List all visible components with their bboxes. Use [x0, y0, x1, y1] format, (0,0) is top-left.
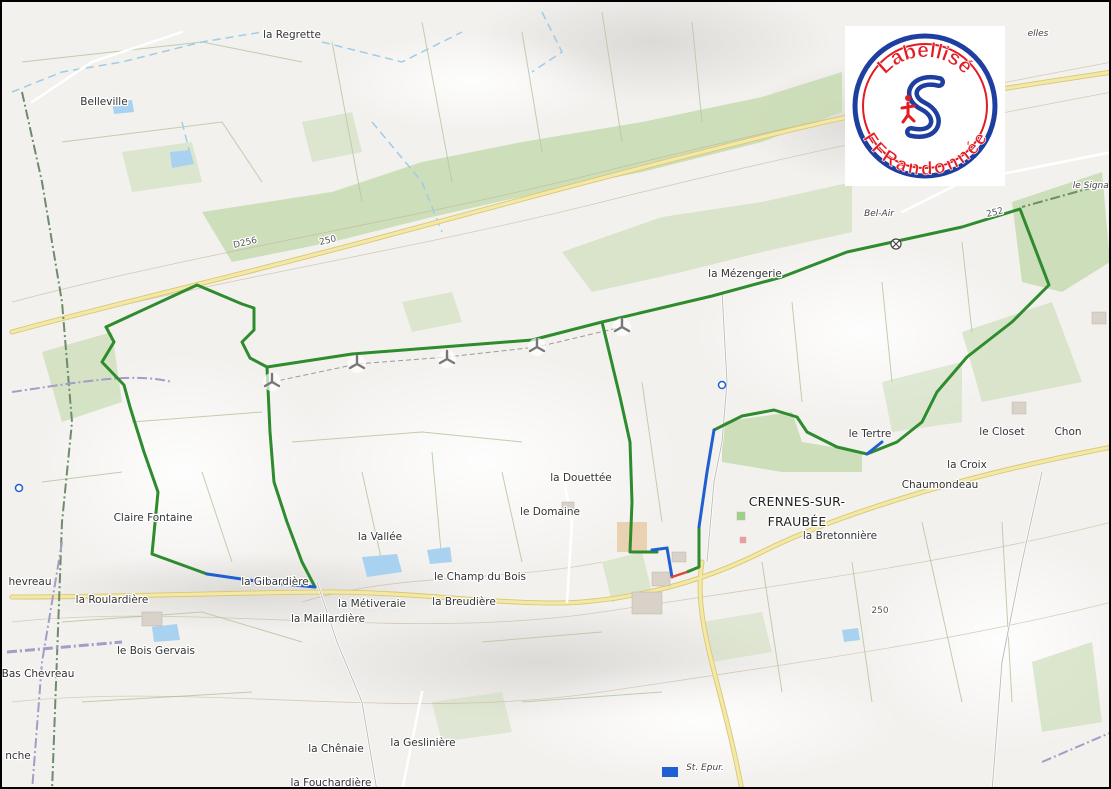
place-label: le Domaine — [520, 506, 580, 518]
place-label: St. Epur. — [686, 763, 724, 773]
place-label: hevreau — [9, 576, 52, 588]
town-label-line2: FRAUBÉE — [768, 514, 827, 529]
water-tower-icon — [717, 380, 727, 390]
place-label: la Chênaie — [308, 743, 364, 755]
contour-label-252: 252 — [985, 206, 1004, 220]
hiking-route-variant[interactable] — [205, 428, 884, 589]
place-label: le Closet — [979, 426, 1024, 438]
place-label: la Vallée — [358, 531, 402, 543]
ffrandonnee-badge: Labellisé FFRandonnée — [845, 26, 1005, 186]
place-label: le Signal — [1073, 181, 1111, 191]
place-label: la Croix — [947, 459, 987, 471]
place-label: la Roulardière — [76, 594, 149, 606]
wind-turbine-icon — [613, 317, 631, 336]
place-label: la Mézengerie — [708, 268, 782, 280]
place-label: la Regrette — [263, 29, 321, 41]
place-label: Claire Fontaine — [114, 512, 193, 524]
place-label: la Douettée — [550, 472, 611, 484]
place-label: la Geslinière — [390, 737, 455, 749]
place-label: le Tertre — [849, 428, 892, 440]
label-seal-icon: Labellisé FFRandonnée — [852, 33, 998, 180]
place-label: Bel-Air — [864, 209, 895, 219]
wind-turbine-icon — [348, 354, 366, 373]
town-label-line1: CRENNES-SUR- — [749, 494, 846, 509]
place-label: Chon — [1054, 426, 1081, 438]
place-label: nche — [5, 750, 31, 762]
place-label: Bas Chevreau — [2, 668, 74, 680]
viewpoint-icon — [890, 238, 902, 250]
wind-turbine-icon — [263, 372, 281, 391]
place-label: la Maillardière — [291, 613, 365, 625]
wind-turbine-icon — [528, 337, 546, 356]
place-label: la Bretonnière — [803, 530, 877, 542]
forest-areas — [42, 72, 1109, 742]
wind-turbine-icon — [438, 349, 456, 368]
place-label: elles — [1028, 29, 1049, 39]
water-tower-icon — [14, 483, 24, 493]
place-label: Belleville — [80, 96, 127, 108]
place-label: la Gibardière — [241, 576, 309, 588]
village-blocks — [141, 311, 1107, 627]
place-label: le Champ du Bois — [434, 571, 526, 583]
hiking-route-main[interactable] — [100, 207, 1051, 589]
hiking-route-link[interactable] — [670, 570, 689, 579]
route-link-green[interactable] — [686, 565, 700, 574]
place-label: la Breudière — [432, 596, 496, 608]
place-label: la Métiveraie — [338, 598, 406, 610]
place-label: le Bois Gervais — [117, 645, 195, 657]
place-label: la Fouchardière — [290, 777, 371, 789]
streams — [11, 11, 563, 233]
place-label: Chaumondeau — [902, 479, 979, 491]
water-bodies — [112, 100, 860, 777]
place-label: 250 — [871, 606, 888, 616]
railway-lines — [6, 91, 1109, 787]
